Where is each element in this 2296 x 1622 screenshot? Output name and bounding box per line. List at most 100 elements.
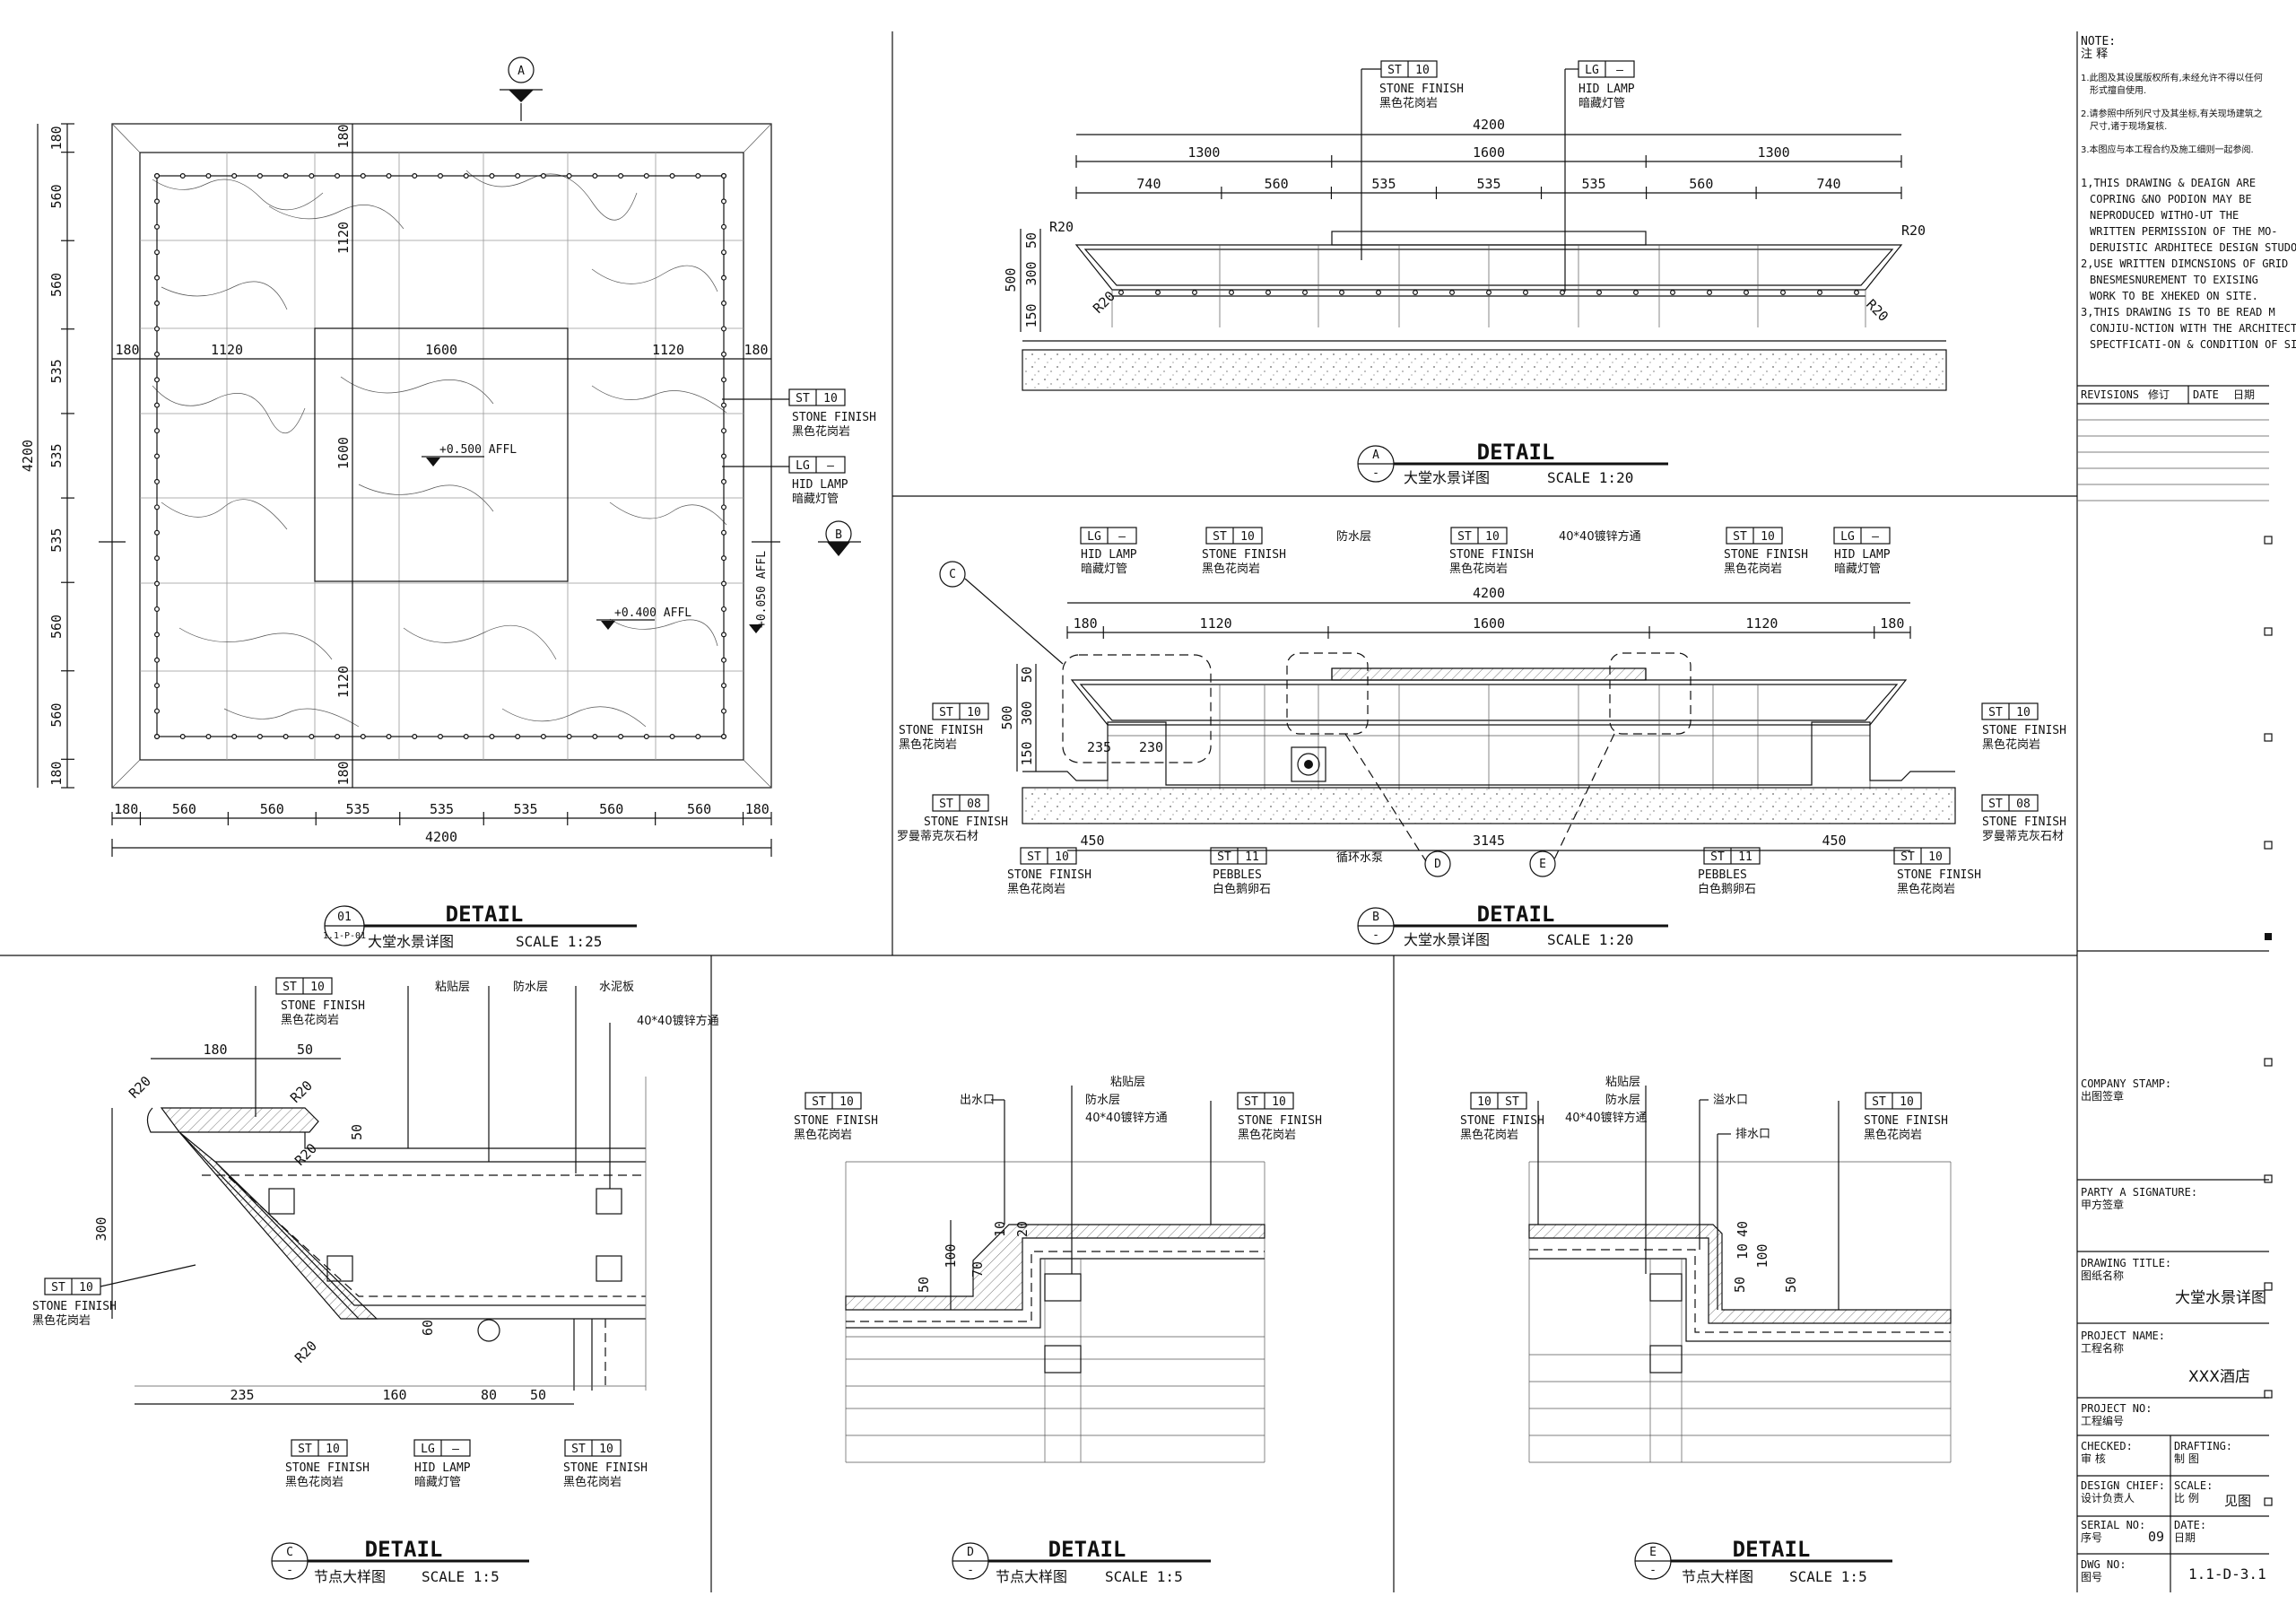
lamp-dot — [720, 733, 726, 739]
lamp-dot — [463, 733, 469, 739]
lamp-dot — [154, 529, 161, 536]
lamp-dot — [1743, 290, 1749, 296]
dim-label: 740 — [1817, 176, 1841, 192]
lamp-dot — [1448, 290, 1455, 296]
title-block: NOTE: 注 释 1.此图及其设属版权所有,未经允许不得以任何形式擅自使用.2… — [2077, 35, 2296, 1592]
secb-top-tags: LG — HID LAMP 暗藏灯管 ST 10 STONE FINISH 黑色… — [1080, 527, 1891, 576]
svg-text:循环水泵: 循环水泵 — [1336, 851, 1383, 865]
plan-dim-h: 180 — [114, 801, 138, 817]
lamp-dot — [1854, 290, 1860, 296]
callout-c-region — [1062, 654, 1212, 763]
lamp-dot — [283, 173, 289, 179]
lamp-dot — [1118, 290, 1124, 296]
svg-text:STONE FINISH: STONE FINISH — [1449, 548, 1534, 562]
callout-e — [1529, 850, 1556, 877]
svg-text:PROJECT NO:: PROJECT NO: — [2081, 1402, 2152, 1415]
lamp-dot — [720, 377, 726, 383]
svg-text:R20: R20 — [1901, 222, 1926, 239]
svg-text:DETAIL: DETAIL — [1048, 1537, 1126, 1562]
lamp-dot — [360, 173, 366, 179]
svg-text:图号: 图号 — [2081, 1571, 2102, 1583]
svg-text:黑色花岗岩: 黑色花岗岩 — [794, 1128, 852, 1142]
svg-text:300: 300 — [1019, 701, 1035, 725]
svg-text:ST: ST — [1027, 850, 1041, 864]
svg-text:10: 10 — [1055, 850, 1069, 864]
lamp-dot — [154, 402, 161, 408]
lamp-dot — [720, 580, 726, 587]
lamp-dot — [154, 275, 161, 281]
svg-text:见图: 见图 — [2224, 1493, 2251, 1509]
svg-text:SCALE 1:20: SCALE 1:20 — [1547, 931, 1633, 948]
lamp-dot — [1779, 290, 1786, 296]
svg-text:DWG NO:: DWG NO: — [2081, 1558, 2126, 1571]
svg-text:日期: 日期 — [2233, 388, 2255, 401]
lamp-dot — [1706, 290, 1712, 296]
svg-text:工程编号: 工程编号 — [2081, 1414, 2124, 1427]
svg-text:230: 230 — [1139, 739, 1163, 755]
lamp-dot — [1154, 290, 1161, 296]
svg-text:10: 10 — [1415, 64, 1430, 77]
svg-text:20: 20 — [1014, 1221, 1031, 1237]
dim-label: 1120 — [1745, 615, 1778, 632]
plan-inner-basin — [314, 327, 569, 582]
lamp-dot — [669, 173, 675, 179]
plan-tag-lamp: LG — HID LAMP 暗藏灯管 — [722, 456, 848, 506]
svg-text:STONE FINISH: STONE FINISH — [1238, 1114, 1322, 1128]
svg-text:10: 10 — [1735, 1243, 1751, 1260]
lamp-dot — [154, 301, 161, 307]
lamp-dot — [1632, 290, 1639, 296]
svg-text:STONE FINISH: STONE FINISH — [1897, 868, 1981, 882]
plan-dim-v: 535 — [48, 359, 65, 383]
svg-text:10: 10 — [967, 706, 981, 719]
seca-lamp-dots — [1118, 290, 1860, 296]
svg-text:235: 235 — [230, 1387, 254, 1403]
svg-text:ST: ST — [1505, 1095, 1519, 1109]
lamp-dot — [669, 733, 675, 739]
lamp-dot — [1596, 290, 1602, 296]
svg-text:1120: 1120 — [335, 222, 352, 254]
svg-text:日期: 日期 — [2174, 1531, 2196, 1544]
lamp-dot — [592, 733, 598, 739]
svg-text:40*40镀锌方通: 40*40镀锌方通 — [1085, 1111, 1168, 1125]
svg-text:STONE FINISH: STONE FINISH — [794, 1114, 878, 1128]
lamp-dot — [438, 173, 444, 179]
en-note: NEPRODUCED WITHO-UT THE — [2090, 209, 2239, 222]
svg-text:DETAIL: DETAIL — [1477, 440, 1555, 465]
lamp-dot — [154, 326, 161, 332]
svg-text:-: - — [967, 1564, 974, 1577]
svg-text:STONE FINISH: STONE FINISH — [281, 999, 365, 1013]
lamp-dot — [720, 428, 726, 434]
lamp-dot — [695, 733, 701, 739]
plan-dim-h: 180 — [745, 801, 770, 817]
lamp-dot — [720, 478, 726, 484]
plan-lamp-dots — [154, 173, 726, 739]
svg-text:R20: R20 — [291, 1338, 320, 1366]
svg-text:ST: ST — [1900, 850, 1915, 864]
svg-text:暗藏灯管: 暗藏灯管 — [1081, 562, 1127, 576]
svg-text:大堂水景详图: 大堂水景详图 — [1404, 931, 1490, 948]
svg-text:STONE FINISH: STONE FINISH — [1864, 1114, 1948, 1128]
svg-text:50: 50 — [916, 1277, 932, 1293]
en-note: CONJIU-NCTION WITH THE ARCHITECTS — [2090, 322, 2296, 335]
lamp-dot — [154, 733, 161, 739]
lamp-dot — [154, 453, 161, 459]
svg-text:DATE:: DATE: — [2174, 1519, 2206, 1531]
svg-text:PEBBLES: PEBBLES — [1213, 868, 1262, 882]
svg-text:1120: 1120 — [652, 342, 684, 358]
pump-icon — [1291, 746, 1326, 782]
detd-grid — [846, 1259, 1265, 1462]
svg-text:C: C — [286, 1546, 293, 1559]
svg-text:ST: ST — [283, 981, 297, 994]
lamp-dot — [1816, 290, 1822, 296]
svg-text:粘贴层: 粘贴层 — [435, 981, 470, 994]
lamp-dot — [720, 301, 726, 307]
lamp-dot — [1522, 290, 1528, 296]
dim-label: 1300 — [1758, 144, 1790, 161]
svg-text:1120: 1120 — [211, 342, 243, 358]
callout-e-region — [1609, 652, 1692, 735]
svg-text:50: 50 — [1023, 232, 1039, 249]
dim-label: 560 — [1689, 176, 1713, 192]
